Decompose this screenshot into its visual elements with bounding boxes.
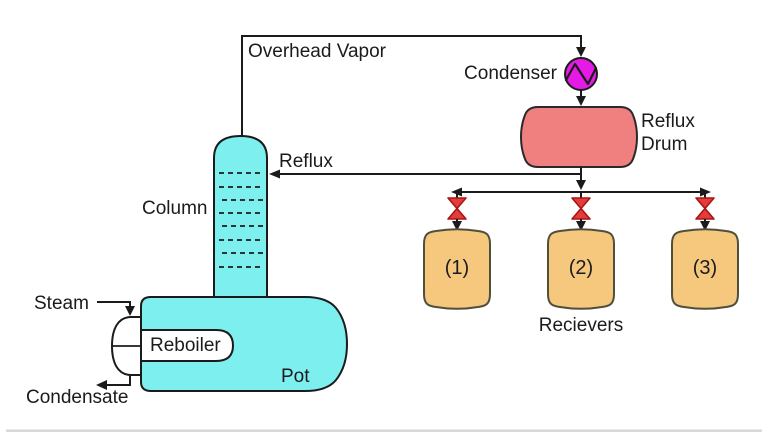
column-label: Column <box>142 198 208 219</box>
reflux-drum-vessel <box>519 106 639 168</box>
arrowhead-into-column <box>269 169 280 179</box>
arrowhead-drum-outlet <box>576 180 586 190</box>
arrowhead-steam-in <box>125 306 135 316</box>
column-tray-dashes <box>219 172 263 268</box>
receiver-vessel-1 <box>423 228 491 310</box>
receivers-caption: Recievers <box>538 315 624 336</box>
valve-icon-2 <box>571 197 591 220</box>
receiver-2-label: (2) <box>568 257 594 279</box>
condenser-heat-exchanger-icon <box>564 57 598 91</box>
arrowhead-into-condenser <box>576 47 586 57</box>
arrowhead-into-receiver-1 <box>452 221 462 231</box>
receiver-vessels <box>423 228 739 310</box>
steam-pipe <box>97 301 131 307</box>
receiver-1-label: (1) <box>444 257 470 279</box>
overhead-vapor-label: Overhead Vapor <box>248 41 387 62</box>
steam-label: Steam <box>34 293 89 314</box>
receiver-vessel-3 <box>671 228 739 310</box>
valve-icon-1 <box>447 197 467 220</box>
reflux-label: Reflux <box>279 151 333 172</box>
pot-label: Pot <box>281 366 310 387</box>
reboiler-label: Reboiler <box>150 335 221 356</box>
bottom-edge-strip <box>6 429 762 432</box>
arrowhead-condensate-out <box>96 380 107 390</box>
receiver-vessel-2 <box>547 228 615 310</box>
condenser-label: Condenser <box>464 63 557 84</box>
valve-icons <box>447 197 715 220</box>
arrowhead-header-right <box>700 187 711 197</box>
receiver-3-label: (3) <box>692 257 718 279</box>
valve-icon-3 <box>695 197 715 220</box>
condensate-label: Condensate <box>26 387 129 408</box>
reflux-drum-label: Reflux Drum <box>641 111 695 155</box>
arrowhead-into-receiver-3 <box>700 221 710 231</box>
arrowhead-into-receiver-2 <box>576 221 586 231</box>
arrowhead-into-drum <box>576 96 586 106</box>
condensate-pipe <box>106 375 131 386</box>
column-vessel <box>213 134 268 301</box>
reboiler-tube <box>140 329 235 362</box>
arrowhead-header-left <box>451 187 462 197</box>
overhead-vapor-pipe <box>241 35 582 136</box>
